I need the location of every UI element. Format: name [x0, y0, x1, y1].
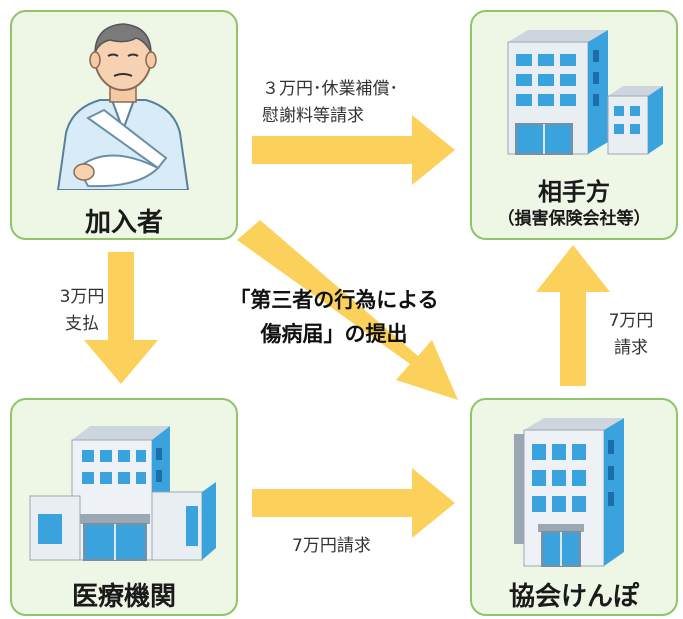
label-hospital-to-kyokai: 7万円請求	[292, 533, 371, 560]
label-kyokai-to-insurer-line2: 請求	[614, 338, 648, 358]
arrow-kyokai-to-insurer	[536, 245, 610, 386]
label-member-to-kyokai-line1: 「第三者の行為による	[229, 288, 439, 312]
injured-person-icon	[48, 18, 198, 191]
insurer-subtitle: （損害保険会社等）	[497, 209, 651, 229]
label-member-to-kyokai-line2: 傷病届」の提出	[260, 322, 408, 346]
label-member-to-insurer-line2: 慰謝料等請求	[262, 106, 364, 126]
label-member-to-hospital: 3万円 支払	[46, 284, 118, 338]
office-building-icon	[508, 412, 638, 568]
arrow-hospital-to-kyokai	[252, 468, 455, 538]
label-kyokai-to-insurer-line1: 7万円	[608, 311, 654, 331]
label-member-to-hospital-line2: 支払	[65, 314, 99, 334]
label-member-to-insurer-line1: ３万円･休業補償･	[262, 79, 398, 99]
label-member-to-insurer: ３万円･休業補償･ 慰謝料等請求	[262, 76, 398, 130]
member-title: 加入者	[84, 208, 163, 238]
insurer-title: 相手方	[538, 178, 610, 206]
hospital-title: 医療機関	[71, 582, 176, 612]
arrow-member-to-kyokai	[237, 220, 458, 400]
arrow-member-to-insurer	[252, 115, 455, 185]
hospital-building-icon	[28, 418, 220, 564]
arrow-member-to-hospital	[84, 252, 158, 384]
label-kyokai-to-insurer: 7万円 請求	[596, 308, 666, 362]
label-member-to-hospital-line1: 3万円	[59, 287, 105, 307]
kyokai-title: 協会けんぽ	[508, 582, 639, 612]
office-building-icon	[498, 24, 668, 156]
label-member-to-kyokai: 「第三者の行為による 傷病届」の提出	[218, 283, 450, 351]
label-hospital-to-kyokai-line1: 7万円請求	[292, 536, 371, 556]
